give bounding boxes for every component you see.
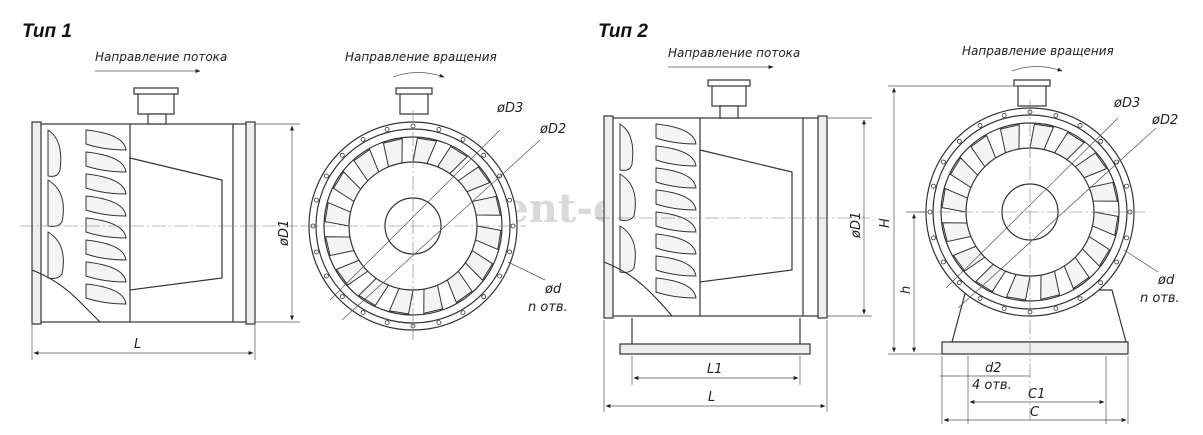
type1-outlet-flange — [245, 121, 256, 325]
type2-title: Тип 2 — [598, 21, 648, 42]
bolt-hole — [360, 136, 366, 142]
type2-dim-n: n отв. — [1140, 291, 1180, 306]
bolt-hole — [436, 127, 442, 132]
type2-dim-d: ød — [1157, 273, 1175, 288]
bolt-hole — [497, 273, 503, 279]
type2-impeller-blades — [619, 123, 697, 299]
bolt-hole — [507, 249, 512, 255]
type2-base-plate — [619, 343, 811, 355]
bolt-hole — [1001, 306, 1007, 311]
type2-dim-D2: øD2 — [1151, 113, 1178, 128]
bolt-hole — [1124, 183, 1129, 189]
bolt-hole — [384, 320, 390, 325]
bolt-hole — [931, 235, 936, 241]
type2-side-view: Тип 2 Направление потока — [595, 21, 872, 412]
bolt-hole — [1077, 296, 1083, 302]
bolt-hole — [436, 320, 442, 325]
type1-front-terminal-box — [399, 91, 429, 115]
type1-dim-D2: øD2 — [539, 122, 566, 137]
type2-front-view: Направление вращения øD3 øD2 ød n отв. H — [878, 44, 1180, 424]
bolt-hole — [1001, 113, 1007, 118]
type1-side-view: Тип 1 Направление потока — [20, 21, 300, 360]
bolt-hole — [323, 273, 329, 279]
type2-dim-h: h — [899, 286, 914, 294]
bolt-hole — [314, 197, 319, 203]
bolt-hole — [1098, 138, 1104, 144]
bolt-hole — [1053, 113, 1059, 118]
bolt-hole — [1098, 280, 1104, 286]
bolt-hole — [360, 310, 366, 316]
type1-inlet-flange — [31, 121, 42, 325]
type2-dim-L1: L1 — [707, 362, 723, 377]
type2-dim-D3: øD3 — [1113, 96, 1140, 111]
bolt-hole — [977, 122, 983, 128]
bolt-hole — [323, 173, 329, 179]
bolt-hole — [460, 310, 466, 316]
type1-flow-label: Направление потока — [95, 50, 227, 64]
type2-dim-d2: d2 — [985, 361, 1002, 376]
type2-dim-C1: C1 — [1028, 387, 1045, 402]
type2-flow-label: Направление потока — [668, 46, 800, 60]
type2-rotation-label: Направление вращения — [962, 44, 1114, 58]
bolt-hole — [339, 152, 345, 158]
type1-rotation-label: Направление вращения — [345, 50, 497, 64]
type2-dim-D1: øD1 — [849, 212, 864, 239]
bolt-hole — [1114, 259, 1120, 265]
bolt-hole — [931, 183, 936, 189]
bolt-hole — [497, 173, 503, 179]
bolt-hole — [481, 152, 487, 158]
type1-title: Тип 1 — [22, 21, 72, 42]
bolt-hole — [940, 159, 946, 165]
type1-bolt-holes — [310, 123, 516, 329]
type1-front-blades — [324, 137, 502, 315]
bolt-hole — [507, 197, 512, 203]
bolt-hole — [314, 249, 319, 255]
bolt-hole — [460, 136, 466, 142]
type1-impeller-blades — [47, 129, 127, 305]
type1-cutaway-edge — [31, 269, 101, 323]
bolt-hole — [956, 138, 962, 144]
type1-dim-d: ød — [544, 282, 562, 297]
type2-inlet-flange — [603, 115, 614, 319]
type2-terminal-box — [711, 83, 747, 107]
bolt-hole — [940, 259, 946, 265]
type2-dim-L: L — [708, 390, 715, 405]
type2-bolt-holes — [927, 109, 1133, 315]
type2-rotation-arrow — [1011, 66, 1063, 72]
type2-motor-cone — [699, 149, 793, 283]
type1-motor-cone — [129, 157, 223, 291]
type2-dim-4-holes: 4 отв. — [972, 378, 1012, 393]
type1-dim-n: n отв. — [528, 300, 568, 315]
type1-dim-D3: øD3 — [496, 101, 523, 116]
bolt-hole — [977, 296, 983, 302]
type2-outlet-flange — [817, 115, 828, 319]
type1-front-view: Направление вращения øD3 øD2 ød n отв. — [300, 50, 568, 340]
bolt-hole — [1124, 235, 1129, 241]
type2-front-terminal-box — [1017, 83, 1047, 107]
bolt-hole — [1077, 122, 1083, 128]
type1-rotation-arrow — [392, 72, 445, 78]
bolt-hole — [384, 127, 390, 132]
bolt-hole — [956, 280, 962, 286]
bolt-hole — [1053, 306, 1059, 311]
bolt-hole — [339, 294, 345, 300]
type1-dim-D1: øD1 — [277, 220, 292, 247]
type2-dim-H: H — [878, 218, 893, 228]
type2-dim-C: C — [1030, 405, 1040, 420]
type1-dim-L: L — [134, 337, 141, 352]
bolt-hole — [481, 294, 487, 300]
type2-front-base — [941, 341, 1129, 355]
type1-terminal-box — [137, 91, 175, 115]
